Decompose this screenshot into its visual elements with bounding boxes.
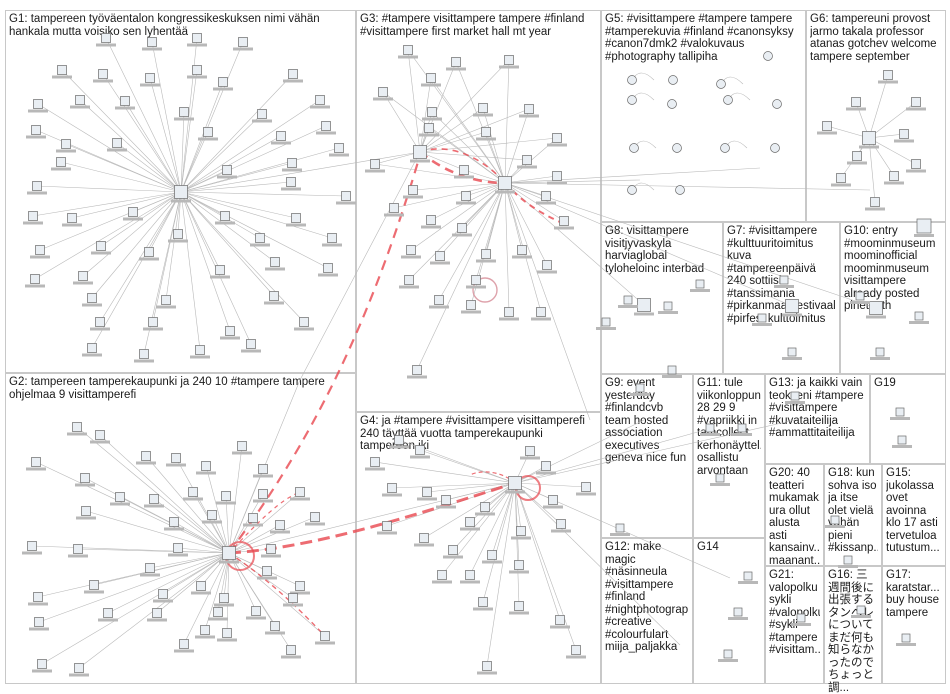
group-g18-title: G18: kun sohva iso ja itse olet vielä vä…	[828, 467, 878, 554]
group-g2-title: G2: tampereen tamperekaupunki ja 240 10 …	[9, 376, 325, 401]
group-g3-title: G3: #tampere visittampere tampere #finla…	[360, 13, 585, 38]
group-g19-title: G19	[874, 377, 896, 389]
group-g5-title: G5: #visittampere #tampere tampere #tamp…	[605, 13, 794, 63]
group-g10-title: G10: entry #moominmuseum moominofficial …	[844, 225, 936, 312]
group-g21-title: G21: valopolku sykli #valopolku #sykli #…	[769, 569, 820, 656]
group-g13-panel: G13: ja kaikki vain teokseni #tampere #v…	[765, 374, 870, 464]
group-g3-panel: G3: #tampere visittampere tampere #finla…	[356, 10, 601, 412]
group-g7-title: G7: #visittampere #kulttuuritoimitus kuv…	[727, 225, 836, 325]
group-g2-panel: G2: tampereen tamperekaupunki ja 240 10 …	[5, 373, 356, 684]
group-g14-title: G14	[697, 541, 719, 553]
group-g11-panel: G11: tule viikonloppuna 28 29 9 #vapriik…	[693, 374, 765, 538]
group-g9-title: G9: event yesterday #finlandcvb team hos…	[605, 377, 687, 464]
group-g11-title: G11: tule viikonloppuna 28 29 9 #vapriik…	[697, 377, 761, 477]
group-g7-panel: G7: #visittampere #kulttuuritoimitus kuv…	[723, 222, 840, 374]
group-g4-title: G4: ja #tampere #visittampere visittampe…	[360, 415, 585, 452]
group-g20-panel: G20: 40 teatteri mukamak... ura ollut al…	[765, 464, 824, 567]
group-g8-panel: G8: visittampere visitjyvaskyla harviagl…	[601, 222, 723, 374]
group-g6-panel: G6: tampereuni provost jarmo takala prof…	[806, 10, 946, 222]
group-g5-panel: G5: #visittampere #tampere tampere #tamp…	[601, 10, 806, 222]
group-g8-title: G8: visittampere visitjyvaskyla harviagl…	[605, 225, 705, 275]
group-g20-title: G20: 40 teatteri mukamak... ura ollut al…	[769, 467, 820, 567]
group-g1-panel: G1: tampereen työväentalon kongressikesk…	[5, 10, 356, 373]
group-g10-panel: G10: entry #moominmuseum moominofficial …	[840, 222, 946, 374]
group-g16-panel: G16: 三週間後に出張するタンペレについてまだ何も知らなかったのでちょっと調.…	[824, 566, 882, 694]
group-g12-panel: G12: make magic #näsinneula #visittamper…	[601, 538, 693, 684]
group-g19-panel: G19	[870, 374, 946, 464]
group-g6-title: G6: tampereuni provost jarmo takala prof…	[810, 13, 937, 63]
group-g9-panel: G9: event yesterday #finlandcvb team hos…	[601, 374, 693, 538]
group-g21-panel: G21: valopolku sykli #valopolku #sykli #…	[765, 566, 824, 684]
group-g15-panel: G15: jukolassa ovet avoinna klo 17 asti …	[882, 464, 946, 566]
group-g14-panel: G14	[693, 538, 765, 684]
group-g16-title: G16: 三週間後に出張するタンペレについてまだ何も知らなかったのでちょっと調.…	[828, 569, 874, 694]
group-g17-title: G17: karatstar... buy house tampere	[886, 569, 940, 619]
group-g18-panel: G18: kun sohva iso ja itse olet vielä vä…	[824, 464, 882, 566]
group-g13-title: G13: ja kaikki vain teokseni #tampere #v…	[769, 377, 864, 439]
group-g17-panel: G17: karatstar... buy house tampere	[882, 566, 946, 684]
group-g4-panel: G4: ja #tampere #visittampere visittampe…	[356, 412, 601, 684]
group-g12-title: G12: make magic #näsinneula #visittamper…	[605, 541, 689, 653]
group-g1-title: G1: tampereen työväentalon kongressikesk…	[9, 13, 320, 38]
group-g15-title: G15: jukolassa ovet avoinna klo 17 asti …	[886, 467, 940, 554]
